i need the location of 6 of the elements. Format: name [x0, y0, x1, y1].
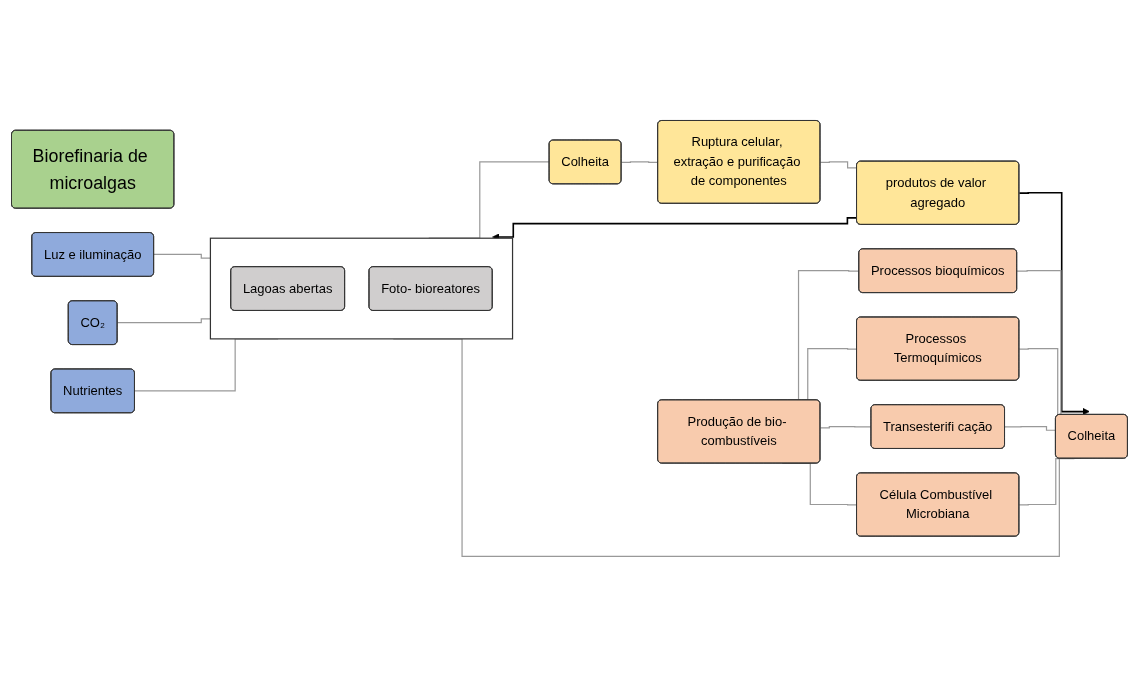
connector — [620, 161, 659, 163]
connector — [1004, 425, 1057, 431]
connector — [819, 161, 858, 169]
connector — [819, 425, 872, 429]
cluster — [209, 237, 514, 340]
arrow — [492, 217, 858, 241]
